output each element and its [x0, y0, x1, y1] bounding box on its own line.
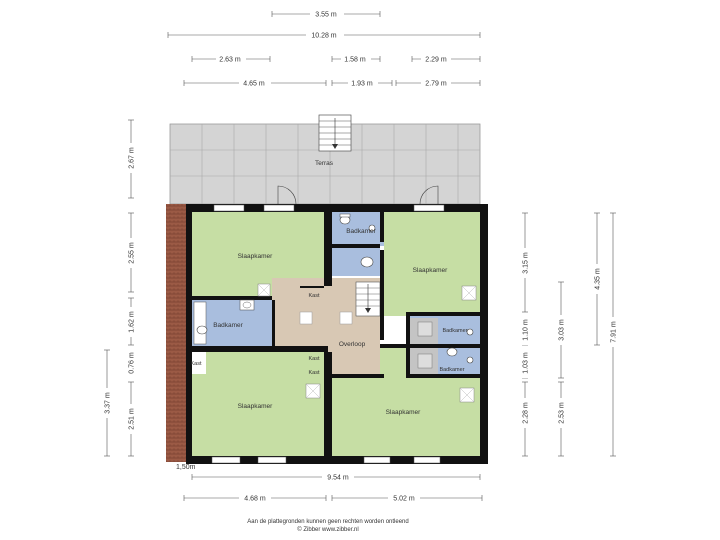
- dim-top-4c: 2.79 m: [425, 81, 447, 88]
- disclaimer-text: Aan de plattegronden kunnen geen rechten…: [247, 519, 408, 525]
- walls: [186, 204, 488, 464]
- windows: [211, 204, 445, 464]
- room-label-slaapkamer-sw: Slaapkamer: [238, 403, 274, 410]
- room-label-slaapkamer-se: Slaapkamer: [386, 409, 422, 416]
- room-label-terras: Terras: [315, 160, 334, 167]
- fixtures: [193, 213, 477, 403]
- room-label-slaapkamer-nw: Slaapkamer: [238, 253, 274, 260]
- room-slaapkamer-ne: [384, 212, 482, 316]
- toilet-icon: [446, 347, 458, 357]
- dim-left-d: 2.51 m: [129, 408, 136, 430]
- door-swing-icon: [277, 185, 297, 205]
- dim-top-4b: 1.93 m: [351, 81, 373, 88]
- floor-tile-icon: [299, 311, 313, 325]
- stair-arrow-icon: [365, 308, 371, 313]
- dimensions-right: 3.15 m 1.10 m 1.03 m 2.28 m 3.03 m 2.53 …: [521, 212, 618, 457]
- room-label-kast-1: Kast: [308, 293, 319, 299]
- dim-bottom-total: 9.54 m: [327, 475, 349, 482]
- room-slaapkamer-sw: [192, 352, 328, 456]
- dim-right-b: 1.10 m: [523, 319, 530, 341]
- sink-icon: [368, 224, 376, 232]
- room-label-badkamer-left: Badkamer: [213, 322, 243, 329]
- sink-icon: [466, 328, 474, 336]
- room-label-slaapkamer-ne: Slaapkamer: [413, 267, 449, 274]
- dim-left-terras: 2.67 m: [129, 147, 136, 169]
- sink-icon: [360, 256, 374, 268]
- room-slaapkamer-se: [332, 378, 482, 456]
- dim-top-1: 3.55 m: [315, 12, 337, 19]
- dim-left-c: 0.76 m: [129, 352, 136, 374]
- dim-bottom-small: 1,50m: [176, 464, 196, 471]
- copyright-text: © Zibber www.zibber.nl: [297, 526, 358, 533]
- dim-top-3a: 2.63 m: [219, 57, 241, 64]
- sink-icon: [466, 356, 474, 364]
- dim-bottom-b: 5.02 m: [393, 496, 415, 503]
- toilet-icon: [196, 325, 208, 335]
- shower-icon: [417, 353, 433, 369]
- room-label-badkamer-r1: Badkamer: [442, 328, 467, 334]
- dim-top-4a: 4.65 m: [243, 81, 265, 88]
- dim-left-b: 1.62 m: [129, 311, 136, 333]
- dim-right-a: 3.15 m: [523, 252, 530, 274]
- dim-right-total: 7.91 m: [611, 321, 618, 343]
- room-label-kast-3: Kast: [308, 356, 319, 362]
- dimensions-top: 3.55 m 10.28 m 2.63 m 1.58 m 2.29 m 4.65…: [167, 10, 481, 88]
- door-swing-icon: [419, 185, 439, 205]
- dim-top-2: 10.28 m: [311, 33, 336, 40]
- room-label-badkamer-top: Badkamer: [346, 228, 376, 235]
- floor-tile-icon: [339, 311, 353, 325]
- bathtub-icon: [193, 301, 207, 345]
- stair-arrow-icon: [332, 144, 338, 149]
- dim-top-3b: 1.58 m: [344, 57, 366, 64]
- dim-top-3c: 2.29 m: [425, 57, 447, 64]
- terrace: Terras: [169, 114, 481, 205]
- dimensions-bottom: 1,50m 9.54 m 4.68 m 5.02 m: [176, 464, 483, 503]
- dim-right-d: 2.28 m: [523, 402, 530, 424]
- dim-right-e: 3.03 m: [559, 319, 566, 341]
- dimensions-left: 2.67 m 2.55 m 1.62 m 0.76 m 2.51 m 3.37 …: [103, 119, 136, 457]
- staircase: [355, 281, 381, 317]
- room-label-kast-2: Kast: [190, 361, 201, 367]
- shower-icon: [417, 321, 433, 337]
- room-labels: Slaapkamer Badkamer Slaapkamer Badkamer …: [190, 228, 467, 416]
- dim-left-total: 3.37 m: [105, 392, 112, 414]
- dim-right-f: 2.53 m: [559, 402, 566, 424]
- room-label-kast-4: Kast: [308, 370, 319, 376]
- dim-right-c: 1.03 m: [523, 352, 530, 374]
- room-fills: [186, 212, 482, 456]
- dim-right-g: 4.35 m: [595, 268, 602, 290]
- room-label-overloop: Overloop: [339, 341, 366, 348]
- dim-left-a: 2.55 m: [129, 242, 136, 264]
- room-label-badkamer-r2: Badkamer: [439, 367, 464, 373]
- dim-bottom-a: 4.68 m: [244, 496, 266, 503]
